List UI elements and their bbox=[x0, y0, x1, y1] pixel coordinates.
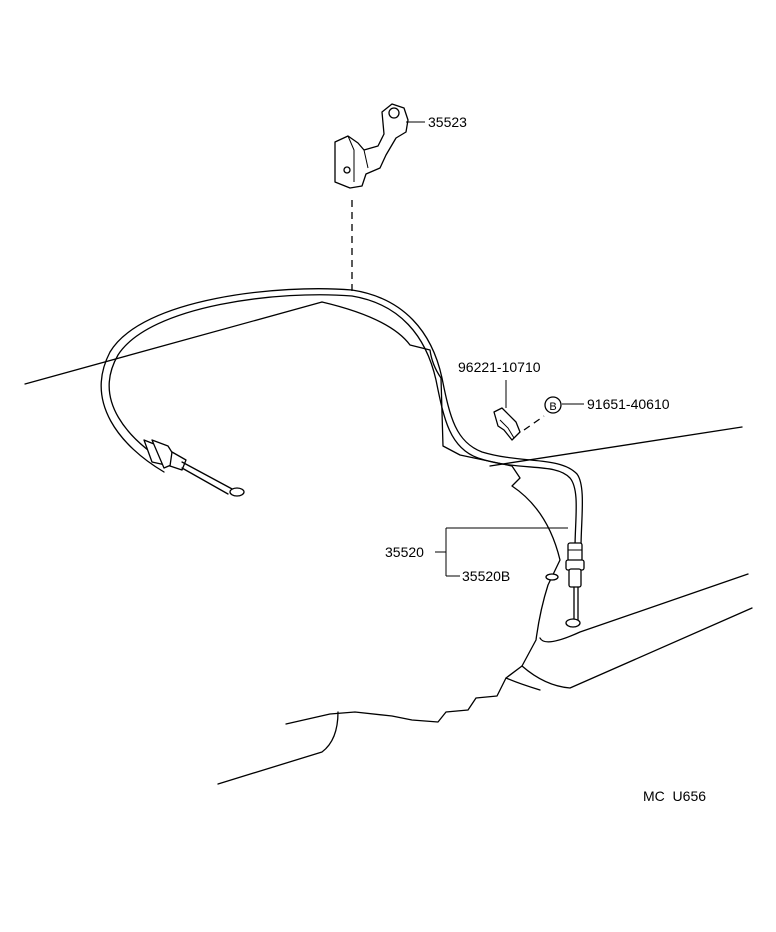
clamp-96221-10710 bbox=[493, 407, 521, 441]
bolt-b-symbol: B bbox=[544, 396, 562, 414]
part-35520B-washer bbox=[545, 573, 559, 581]
label-35520B: 35520B bbox=[462, 568, 510, 584]
label-96221-10710: 96221-10710 bbox=[458, 359, 541, 375]
label-35523: 35523 bbox=[428, 114, 467, 130]
bolt-b-letter: B bbox=[549, 401, 556, 413]
transmission-cable bbox=[100, 288, 584, 549]
drawing-code: MC U656 bbox=[643, 788, 706, 804]
label-91651-40610: 91651-40610 bbox=[587, 396, 670, 412]
cable-end-fitting bbox=[565, 542, 585, 628]
cable-leader-bracket bbox=[435, 527, 568, 577]
bolt-dashline bbox=[523, 415, 545, 431]
bracket-35523 bbox=[334, 103, 409, 189]
label-35520: 35520 bbox=[385, 544, 424, 560]
transmission-outline bbox=[24, 301, 753, 785]
